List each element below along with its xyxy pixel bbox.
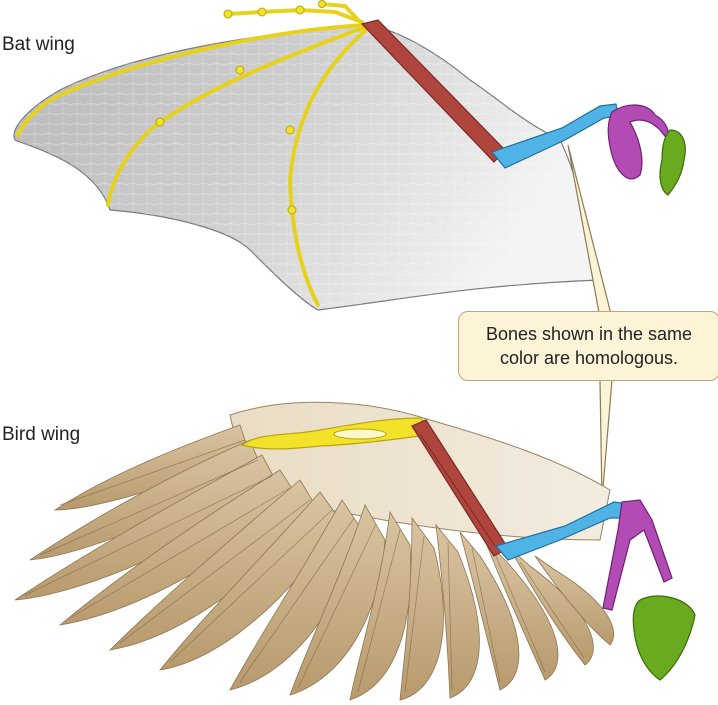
callout-line-2: color are homologous. [499, 348, 679, 368]
bat-digits [16, 2, 368, 307]
bird-shoulder [602, 499, 673, 611]
callout-line-1: Bones shown in the same [485, 324, 693, 344]
bat-wing-label: Bat wing [2, 34, 75, 55]
bird-feathers [14, 424, 615, 701]
bat-wing [13, 0, 686, 311]
bird-wing-label: Bird wing [2, 424, 81, 445]
bird-scapula [632, 595, 696, 681]
bird-wing [14, 401, 696, 701]
homology-callout: Bones shown in the same color are homolo… [458, 311, 718, 381]
bat-shoulder [607, 104, 670, 180]
bat-scapula [659, 129, 686, 196]
